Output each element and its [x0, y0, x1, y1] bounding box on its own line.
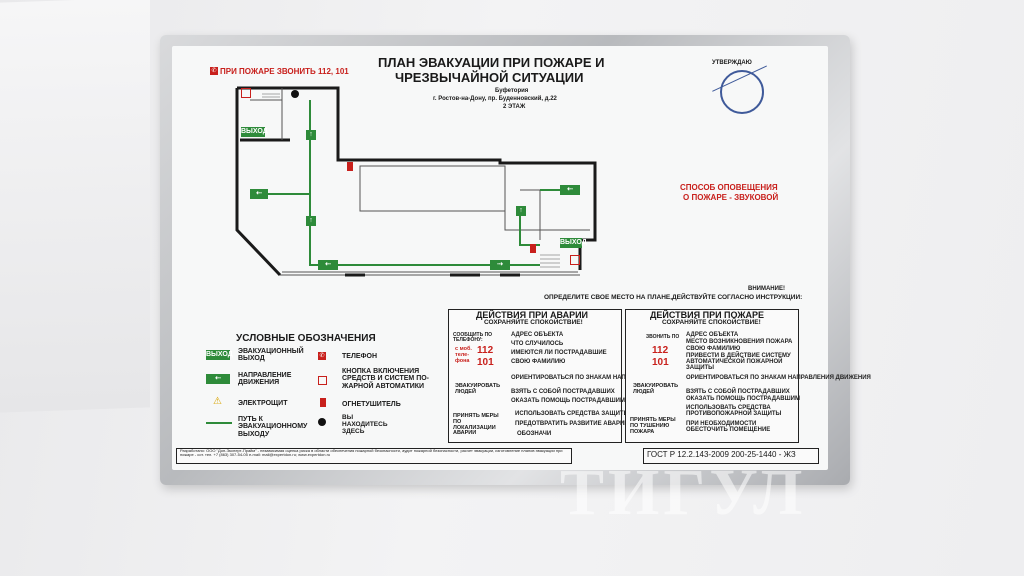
developer-text: Разработано: ООО "Дон-Эксперт-Прайм" - н… [180, 448, 563, 458]
fire-item: ИСПОЛЬЗОВАТЬ СРЕДСТВА ПРОТИВОПОЖАРНОЙ ЗА… [686, 405, 782, 417]
accident-mob-label: с моб. теле-фона [455, 346, 472, 364]
direction-sign-6: ⇠ [560, 185, 580, 195]
fire-item: СВОЮ ФАМИЛИЮ [686, 346, 741, 352]
instruction-text: ОПРЕДЕЛИТЕ СВОЕ МЕСТО НА ПЛАНЕ,ДЕЙСТВУЙТ… [544, 294, 803, 301]
stairs [262, 93, 560, 268]
fire-item: ПРИ НЕОБХОДИМОСТИ ОБЕСТОЧИТЬ ПОМЕЩЕНИЕ [686, 421, 771, 433]
plan-walls [235, 86, 597, 277]
approve-label: УТВЕРЖДАЮ [712, 60, 752, 66]
you-are-here-marker [291, 90, 299, 98]
accident-item: ИСПОЛЬЗОВАТЬ СРЕДСТВА ЗАЩИТЫ [515, 411, 630, 417]
warning-triangle-icon: ⚠ [213, 396, 222, 407]
gost-box [643, 448, 819, 464]
legend-shield-text: ЭЛЕКТРОЩИТ [238, 400, 288, 407]
direction-sign-3: ⇠ [250, 189, 268, 199]
place-name: Буфетория [495, 88, 529, 94]
fire-actions-box [625, 309, 799, 443]
fire-101: 101 [652, 357, 669, 368]
accident-112: 112 [477, 345, 494, 356]
direction-sign-4: ⇠ [318, 260, 338, 270]
accident-101: 101 [477, 357, 494, 368]
fire-item: ОРИЕНТИРОВАТЬСЯ ПО ЗНАКАМ НАПРАВЛЕНИЯ ДВ… [686, 375, 871, 381]
legend-button-text: КНОПКА ВКЛЮЧЕНИЯ СРЕДСТВ И СИСТЕМ ПО-ЖАР… [342, 368, 430, 390]
watermark: ТИГУЛ [560, 456, 807, 529]
fire-item: ПРИВЕСТИ В ДЕЙСТВИЕ СИСТЕМУ АВТОМАТИЧЕСК… [686, 353, 791, 371]
fire-button-icon [570, 255, 580, 265]
fire-item: ВЗЯТЬ С СОБОЙ ПОСТРАДАВШИХ [686, 389, 790, 395]
accident-item: АДРЕС ОБЪЕКТА [511, 332, 564, 338]
fire-subtitle: СОХРАНЯЙТЕ СПОКОЙСТВИЕ! [662, 319, 761, 326]
legend-here-marker [318, 418, 326, 426]
fire-item: АДРЕС ОБЪЕКТА [686, 332, 739, 338]
notification-line2: О ПОЖАРЕ - ЗВУКОВОЙ [683, 193, 779, 202]
direction-sign-5: ⇢ [490, 260, 510, 270]
accident-item: ЧТО СЛУЧИЛОСЬ [511, 341, 564, 347]
attention-label: ВНИМАНИЕ! [748, 286, 785, 292]
fire-report-label: ЗВОНИТЬ ПО [646, 334, 680, 340]
legend-direction-badge: ⇠ [206, 374, 230, 384]
fire-item: ОКАЗАТЬ ПОМОЩЬ ПОСТРАДАВШИМ [686, 396, 800, 402]
accident-report-label: СООБЩИТЬ ПО ТЕЛЕФОНУ: [453, 332, 493, 344]
legend-phone-text: ТЕЛЕФОН [342, 353, 377, 360]
fire-title: ДЕЙСТВИЯ ПРИ ПОЖАРЕ [650, 310, 765, 320]
accident-subtitle: СОХРАНЯЙТЕ СПОКОЙСТВИЕ! [484, 319, 583, 326]
gost-label: ГОСТ Р 12.2.143-2009 200-25-1440 - ЖЗ [647, 450, 796, 459]
accident-item: ПРЕДОТВРАТИТЬ РАЗВИТИЕ АВАРИИ [515, 421, 629, 427]
extinguisher-icon [347, 162, 353, 171]
extinguisher-icon [530, 244, 536, 253]
accident-measures-label: ПРИНЯТЬ МЕРЫ ПО ЛОКАЛИЗАЦИИ АВАРИИ [453, 413, 499, 437]
direction-sign-1: ↑ [306, 130, 316, 140]
legend-path-text: ПУТЬ К ЭВАКУАЦИОННОМУ ВЫХОДУ [238, 416, 308, 438]
fire-112: 112 [652, 345, 669, 356]
legend-button-icon [318, 376, 327, 385]
plan-title-line2: ЧРЕЗВЫЧАЙНОЙ СИТУАЦИИ [395, 70, 584, 85]
fire-item: МЕСТО ВОЗНИКНОВЕНИЯ ПОЖАРА [686, 339, 793, 345]
floor-label: 2 ЭТАЖ [503, 104, 526, 110]
accident-item: ОРИЕНТИРОВАТЬСЯ ПО ЗНАКАМ НАПРАВЛЕНИЯ ДВ… [511, 375, 696, 381]
accident-item: СВОЮ ФАМИЛИЮ [511, 359, 566, 365]
legend-title: УСЛОВНЫЕ ОБОЗНАЧЕНИЯ [236, 333, 376, 344]
accident-item: ВЗЯТЬ С СОБОЙ ПОСТРАДАВШИХ [511, 389, 615, 395]
legend-here-text: ВЫ НАХОДИТЕСЬ ЗДЕСЬ [342, 414, 388, 435]
legend-extinguisher-text: ОГНЕТУШИТЕЛЬ [342, 401, 401, 408]
legend-exit-text: ЭВАКУАЦИОННЫЙ ВЫХОД [238, 348, 304, 363]
fire-button-icon [241, 88, 251, 98]
notification-line1: СПОСОБ ОПОВЕЩЕНИЯ [680, 183, 778, 192]
legend-phone-icon: ✆ [318, 352, 326, 360]
plan-title-line1: ПЛАН ЭВАКУАЦИИ ПРИ ПОЖАРЕ И [378, 55, 605, 70]
approval-seal [720, 70, 764, 114]
plan-thin-walls [250, 88, 590, 276]
fire-evac-label: ЭВАКУИРОВАТЬ ЛЮДЕЙ [633, 383, 679, 395]
accident-item: ИМЕЮТСЯ ЛИ ПОСТРАДАВШИЕ [511, 350, 607, 356]
accident-evac-label: ЭВАКУИРОВАТЬ ЛЮДЕЙ [455, 383, 501, 395]
address: г. Ростов-на-Дону, пр. Буденновский, д.2… [433, 96, 557, 102]
developer-box [176, 448, 572, 464]
legend-extinguisher-icon [320, 398, 326, 407]
accident-title: ДЕЙСТВИЯ ПРИ АВАРИИ [476, 310, 589, 320]
legend-exit-badge: ВЫХОД [206, 350, 233, 360]
accident-actions-box [448, 309, 622, 443]
accident-item: ОКАЗАТЬ ПОМОЩЬ ПОСТРАДАВШИМ [511, 398, 625, 404]
legend-direction-text: НАПРАВЛЕНИЕ ДВИЖЕНИЯ [238, 372, 292, 387]
legend-path-line [206, 422, 232, 424]
direction-sign-2: ↑ [306, 216, 316, 226]
fire-call-notice: ПРИ ПОЖАРЕ ЗВОНИТЬ 112, 101 [220, 67, 349, 76]
exit-sign-top: ВЫХОД [241, 127, 268, 137]
accident-tail: ОБОЗНАЧИ [517, 431, 552, 437]
phone-icon: ✆ [210, 67, 218, 75]
direction-sign-7: ↑ [516, 206, 526, 216]
evacuation-path [256, 100, 565, 266]
exit-sign-right: ВЫХОД [560, 238, 587, 248]
fire-measures-label: ПРИНЯТЬ МЕРЫ ПО ТУШЕНИЮ ПОЖАРА [630, 417, 676, 435]
